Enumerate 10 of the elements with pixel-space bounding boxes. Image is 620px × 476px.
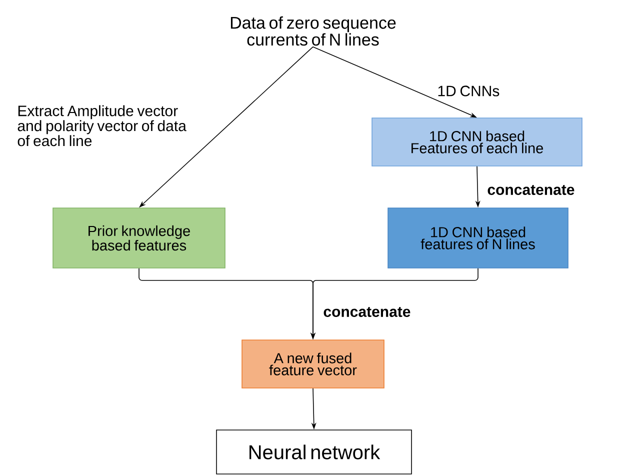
process-box: Prior knowledge based features — [52, 208, 226, 268]
process-box: A new fused feature vector — [242, 340, 384, 388]
edge-label: concatenate — [324, 307, 410, 317]
source-text: Data of zero sequence currents of N lines — [230, 16, 396, 46]
edge-label: concatenate — [488, 185, 574, 195]
output-box: Neural network — [216, 430, 412, 474]
process-box: 1D CNN based features of N lines — [388, 208, 568, 268]
edge-label: 1D CNNs — [438, 86, 500, 96]
process-box: 1D CNN based Features of each line — [372, 118, 582, 166]
edge-label: Extract Amplitude vector and polarity vector of data of each line — [18, 105, 186, 146]
